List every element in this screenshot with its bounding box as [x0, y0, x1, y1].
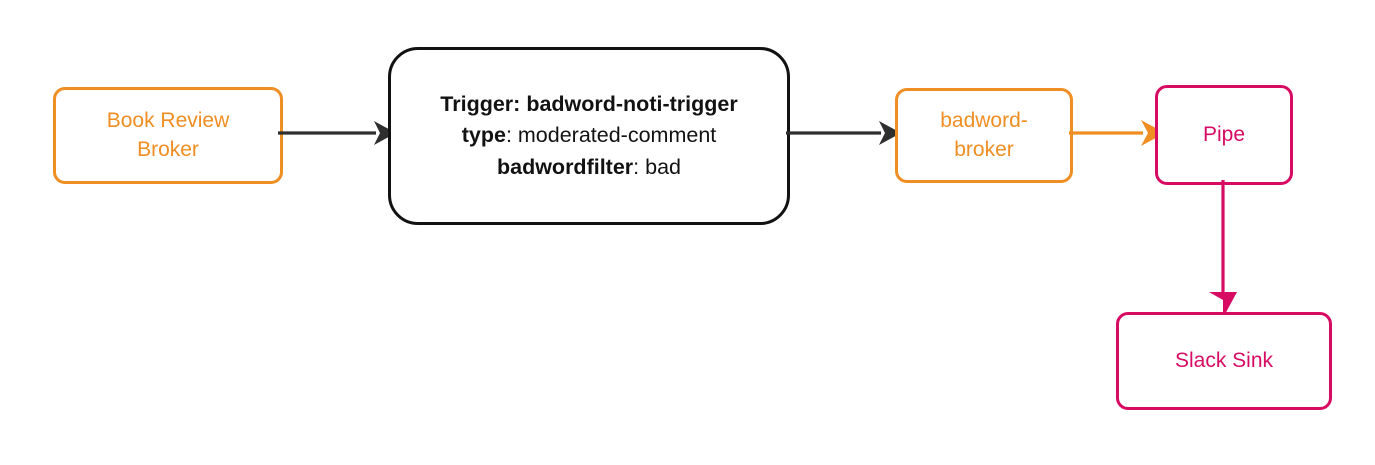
node-badword-broker[interactable]: badword- broker — [895, 88, 1073, 183]
node-slack-sink[interactable]: Slack Sink — [1116, 312, 1332, 410]
edge-source-to-trigger-svg — [278, 121, 396, 145]
node-trigger[interactable]: Trigger: badword-noti-trigger type: mode… — [388, 47, 790, 225]
node-badword-broker-label: badword- broker — [940, 107, 1028, 165]
node-trigger-line-1: Trigger: badword-noti-trigger — [440, 89, 737, 120]
node-trigger-line-3: badwordfilter: bad — [440, 152, 737, 183]
node-book-review-broker-line2: Broker — [137, 137, 199, 161]
node-book-review-broker-line1: Book Review — [106, 108, 230, 132]
node-trigger-line-3-sep: : — [633, 154, 646, 179]
node-trigger-line-2-value: moderated-comment — [517, 123, 717, 148]
edge-pipe-to-sink-svg — [1209, 180, 1237, 318]
node-trigger-line-1-value: badword-noti-trigger — [526, 92, 738, 117]
node-pipe[interactable]: Pipe — [1155, 85, 1293, 185]
node-trigger-line-1-label: Trigger: — [440, 92, 521, 117]
edge-broker-to-pipe-svg — [1069, 120, 1165, 146]
node-trigger-line-3-label: badwordfilter — [496, 154, 634, 179]
node-book-review-broker[interactable]: Book Review Broker — [53, 87, 283, 184]
node-trigger-line-2: type: moderated-comment — [440, 120, 737, 151]
node-trigger-line-2-label: type — [461, 123, 506, 148]
node-book-review-broker-label: Book Review Broker — [107, 107, 230, 165]
edge-source-to-trigger — [278, 108, 396, 158]
node-badword-broker-line2: broker — [954, 137, 1014, 161]
node-trigger-text: Trigger: badword-noti-trigger type: mode… — [440, 89, 737, 183]
node-slack-sink-label: Slack Sink — [1174, 348, 1274, 372]
edge-pipe-to-sink — [1198, 180, 1248, 320]
edge-trigger-to-broker-svg — [786, 121, 901, 145]
edge-trigger-to-broker — [786, 108, 904, 158]
edge-broker-to-pipe — [1069, 108, 1165, 158]
node-pipe-label: Pipe — [1202, 122, 1246, 146]
node-trigger-line-3-value: bad — [645, 154, 681, 179]
node-badword-broker-line1: badword- — [940, 108, 1028, 132]
node-trigger-line-2-sep: : — [505, 123, 518, 148]
